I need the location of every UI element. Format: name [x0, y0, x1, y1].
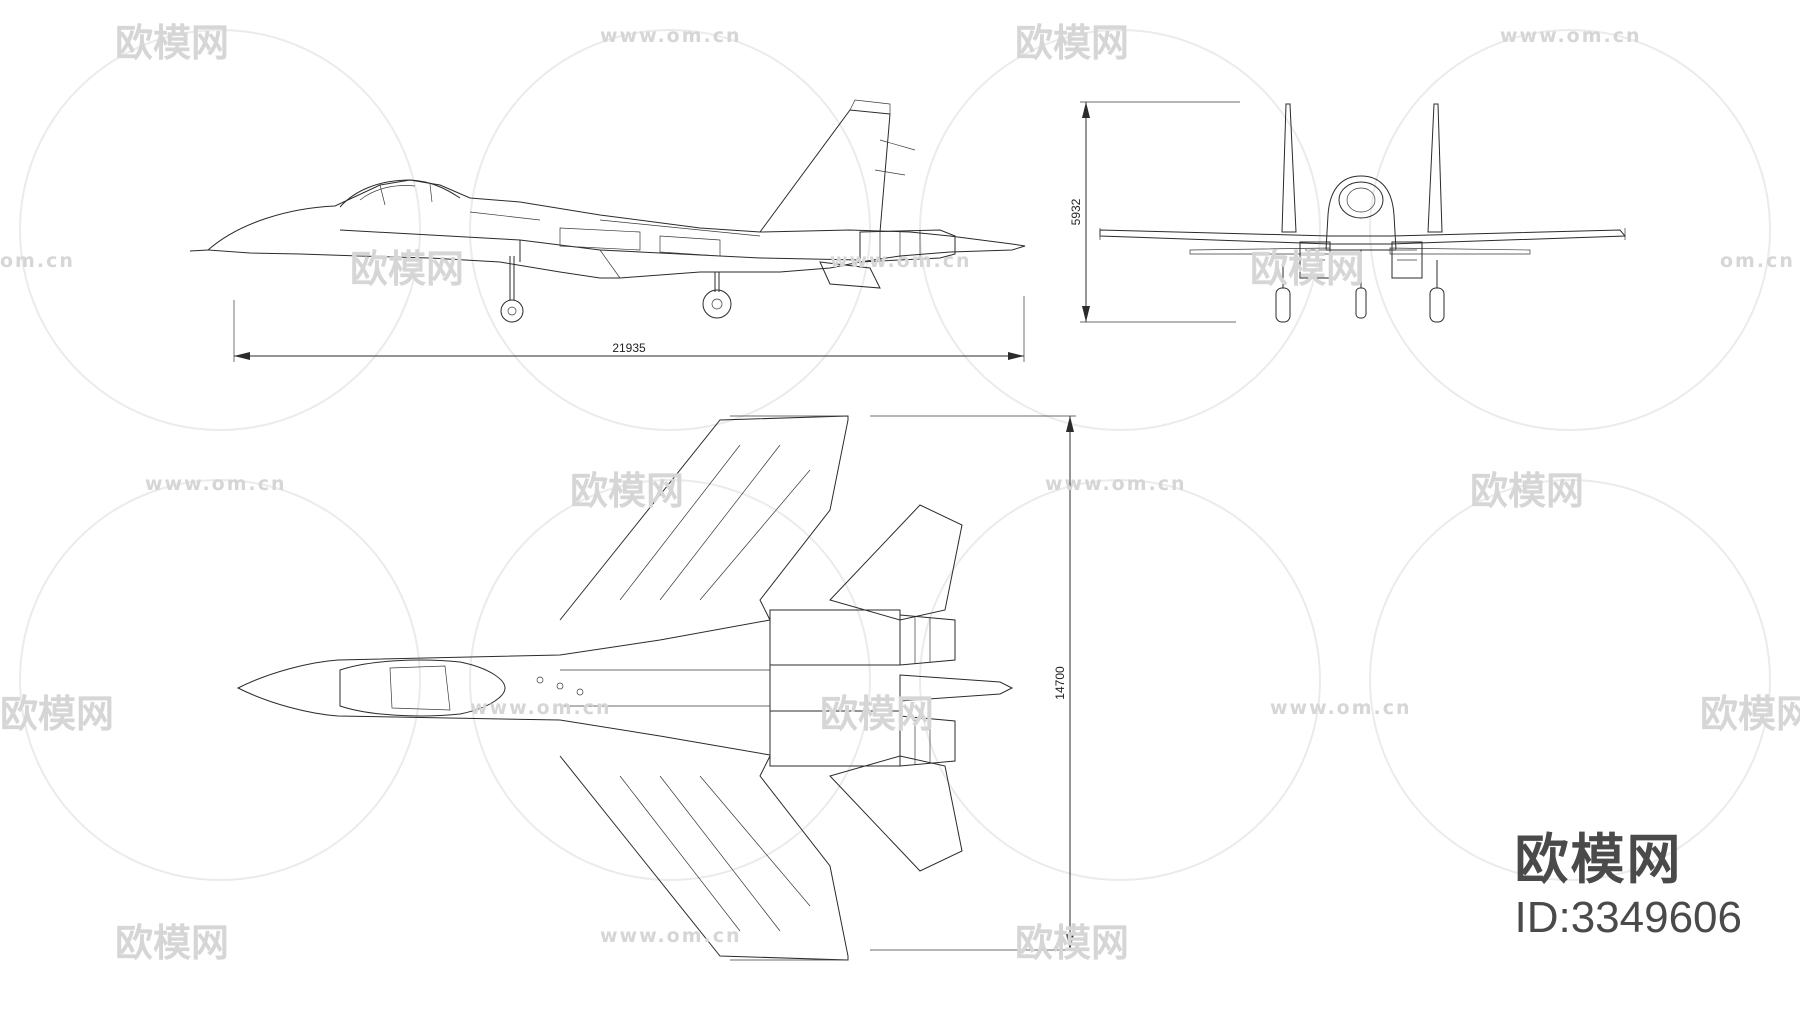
top-right-wing — [559, 755, 849, 961]
top-left-stabilizer — [829, 504, 963, 621]
front-wing — [1099, 229, 1627, 245]
model-id: ID:3349606 — [1514, 893, 1742, 942]
top-fuselage — [236, 619, 771, 756]
front-left-intake — [1299, 241, 1331, 279]
wingspan-dimension — [870, 415, 1076, 951]
side-vertical-tail — [759, 109, 891, 233]
length-dimension — [233, 296, 1025, 362]
side-canopy — [339, 179, 461, 208]
top-left-engine — [769, 609, 901, 666]
side-fuselage — [206, 179, 1026, 279]
wingspan-dimension-label: 14700 — [1053, 666, 1067, 700]
top-left-wing — [559, 415, 849, 621]
front-right-fin — [1427, 103, 1443, 233]
side-view — [189, 99, 1026, 323]
top-right-stabilizer — [829, 755, 963, 872]
top-cockpit — [339, 659, 506, 717]
brand-mark: 欧模网 ID:3349606 — [1514, 830, 1742, 942]
height-dimension-label: 5932 — [1069, 198, 1083, 225]
front-canopy — [1338, 181, 1384, 219]
length-dimension-label: 21935 — [612, 341, 646, 355]
front-left-fin — [1281, 103, 1297, 233]
watermark-circles — [19, 29, 1771, 881]
top-right-engine — [769, 710, 901, 767]
side-nose-gear — [500, 256, 524, 323]
top-view — [236, 415, 1014, 961]
side-nozzle — [859, 229, 956, 263]
front-view — [1099, 103, 1627, 323]
brand-name: 欧模网 — [1514, 828, 1683, 891]
height-dimension — [1080, 101, 1240, 323]
front-right-intake — [1391, 241, 1423, 279]
side-main-gear — [702, 272, 732, 319]
